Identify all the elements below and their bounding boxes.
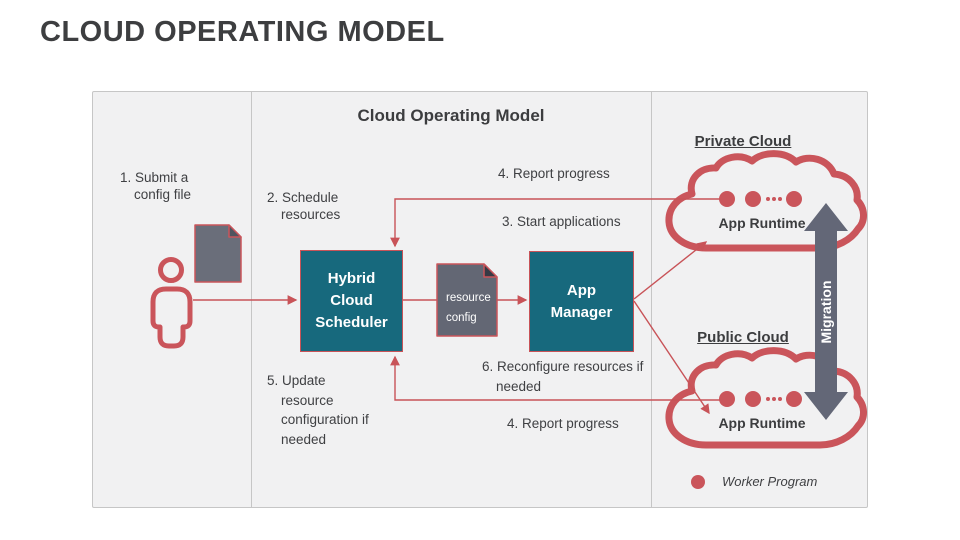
private-app-runtime-label: App Runtime: [718, 215, 806, 231]
worker-program-label: Worker Program: [722, 474, 818, 489]
column-divider-right: [651, 91, 652, 508]
hybrid-cloud-scheduler-node: Hybrid Cloud Scheduler: [300, 250, 403, 352]
step-4-top-label: 4. Report progress: [498, 166, 610, 181]
resource-config-label: resource config: [446, 292, 491, 325]
column-divider-left: [251, 91, 252, 508]
step-3-label: 3. Start applications: [502, 214, 621, 229]
step-6-label: 6. Reconfigure resources if needed: [482, 359, 644, 394]
diagram-title: Cloud Operating Model: [357, 106, 545, 125]
step-4-bottom-label: 4. Report progress: [507, 416, 619, 431]
app-manager-node: App Manager: [529, 251, 634, 352]
app-manager-label: App Manager: [550, 281, 613, 321]
step-1-label: 1. Submit a config file: [120, 170, 192, 202]
hybrid-cloud-scheduler-label: Hybrid Cloud Scheduler: [315, 270, 388, 331]
step-5-label: 5. Update resource configuration if need…: [267, 373, 369, 447]
public-cloud-label: Public Cloud: [697, 329, 789, 346]
public-app-runtime-label: App Runtime: [718, 415, 806, 431]
page-title: CLOUD OPERATING MODEL: [40, 16, 445, 48]
step-2-label: 2. Schedule resources: [267, 190, 341, 222]
worker-program-dot-icon: [691, 475, 705, 489]
private-cloud-label: Private Cloud: [694, 133, 792, 150]
